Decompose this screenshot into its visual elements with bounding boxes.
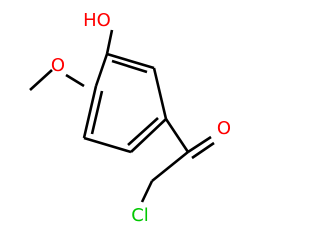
hydroxyl-label: HO [83, 10, 111, 31]
chlorine-label: Cl [131, 205, 149, 226]
chloro-bond [140, 180, 154, 203]
ring-double-bond [90, 90, 104, 135]
ring-bond [130, 118, 167, 153]
methoxy-oxygen-label: O [51, 55, 65, 76]
ring-double-bond [111, 59, 148, 74]
ring-bond [106, 52, 155, 70]
methylene-bond [151, 150, 189, 183]
carbonyl-double-bond [191, 141, 215, 160]
ring-double-bond [127, 117, 159, 146]
methyl-bond [29, 69, 53, 91]
carbonyl-oxygen-label: O [217, 118, 231, 139]
ring-bond [94, 53, 109, 87]
carbonyl-double-bond [187, 135, 212, 154]
molecule-structure: HO O O Cl [29, 10, 231, 226]
methoxy-bond [65, 73, 85, 88]
ring-bond [83, 136, 132, 154]
benzene-ring [82, 52, 168, 154]
ring-bond [152, 67, 168, 120]
hydroxyl-bond [105, 29, 114, 55]
acyl-bond [164, 118, 190, 153]
ring-bond [82, 85, 98, 139]
